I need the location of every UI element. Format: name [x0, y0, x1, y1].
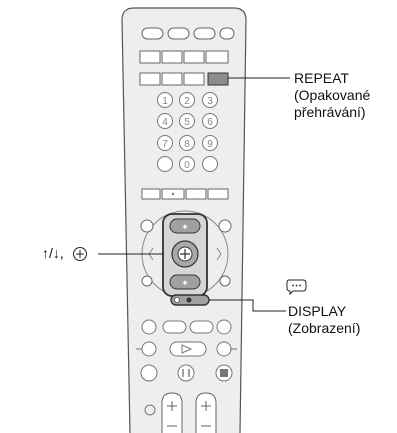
number-keys	[157, 92, 218, 172]
repeat-button	[207, 72, 229, 86]
key-5: 5	[184, 117, 190, 128]
arrows-label: ↑/↓,	[42, 245, 64, 261]
key-9: 9	[207, 139, 213, 150]
key-0: 0	[184, 160, 190, 171]
display-leader	[209, 299, 286, 312]
display-speech-bubble-icon	[286, 279, 307, 296]
svg-text:✦: ✦	[181, 278, 189, 288]
button-row-2	[139, 72, 229, 86]
transport-row-1	[141, 319, 232, 335]
top-buttons	[141, 27, 235, 40]
repeat-label: REPEAT (Opakované přehrávání)	[294, 70, 371, 120]
key-7: 7	[162, 139, 168, 150]
svg-text:✦: ✦	[181, 222, 189, 232]
key-3: 3	[207, 96, 213, 107]
right-rocker	[195, 392, 217, 433]
enter-circle-icon	[73, 247, 87, 261]
key-6: 6	[207, 117, 213, 128]
button-row-1	[139, 50, 229, 64]
key-4: 4	[162, 117, 168, 128]
left-rocker	[161, 392, 183, 433]
transport-row-2	[141, 341, 232, 357]
down-button	[169, 274, 201, 290]
key-2: 2	[184, 96, 190, 107]
transport-row-3	[140, 364, 233, 382]
display-label: DISPLAY (Zobrazení)	[288, 303, 361, 336]
key-1: 1	[162, 96, 168, 107]
key-8: 8	[184, 139, 190, 150]
up-button	[169, 218, 201, 234]
